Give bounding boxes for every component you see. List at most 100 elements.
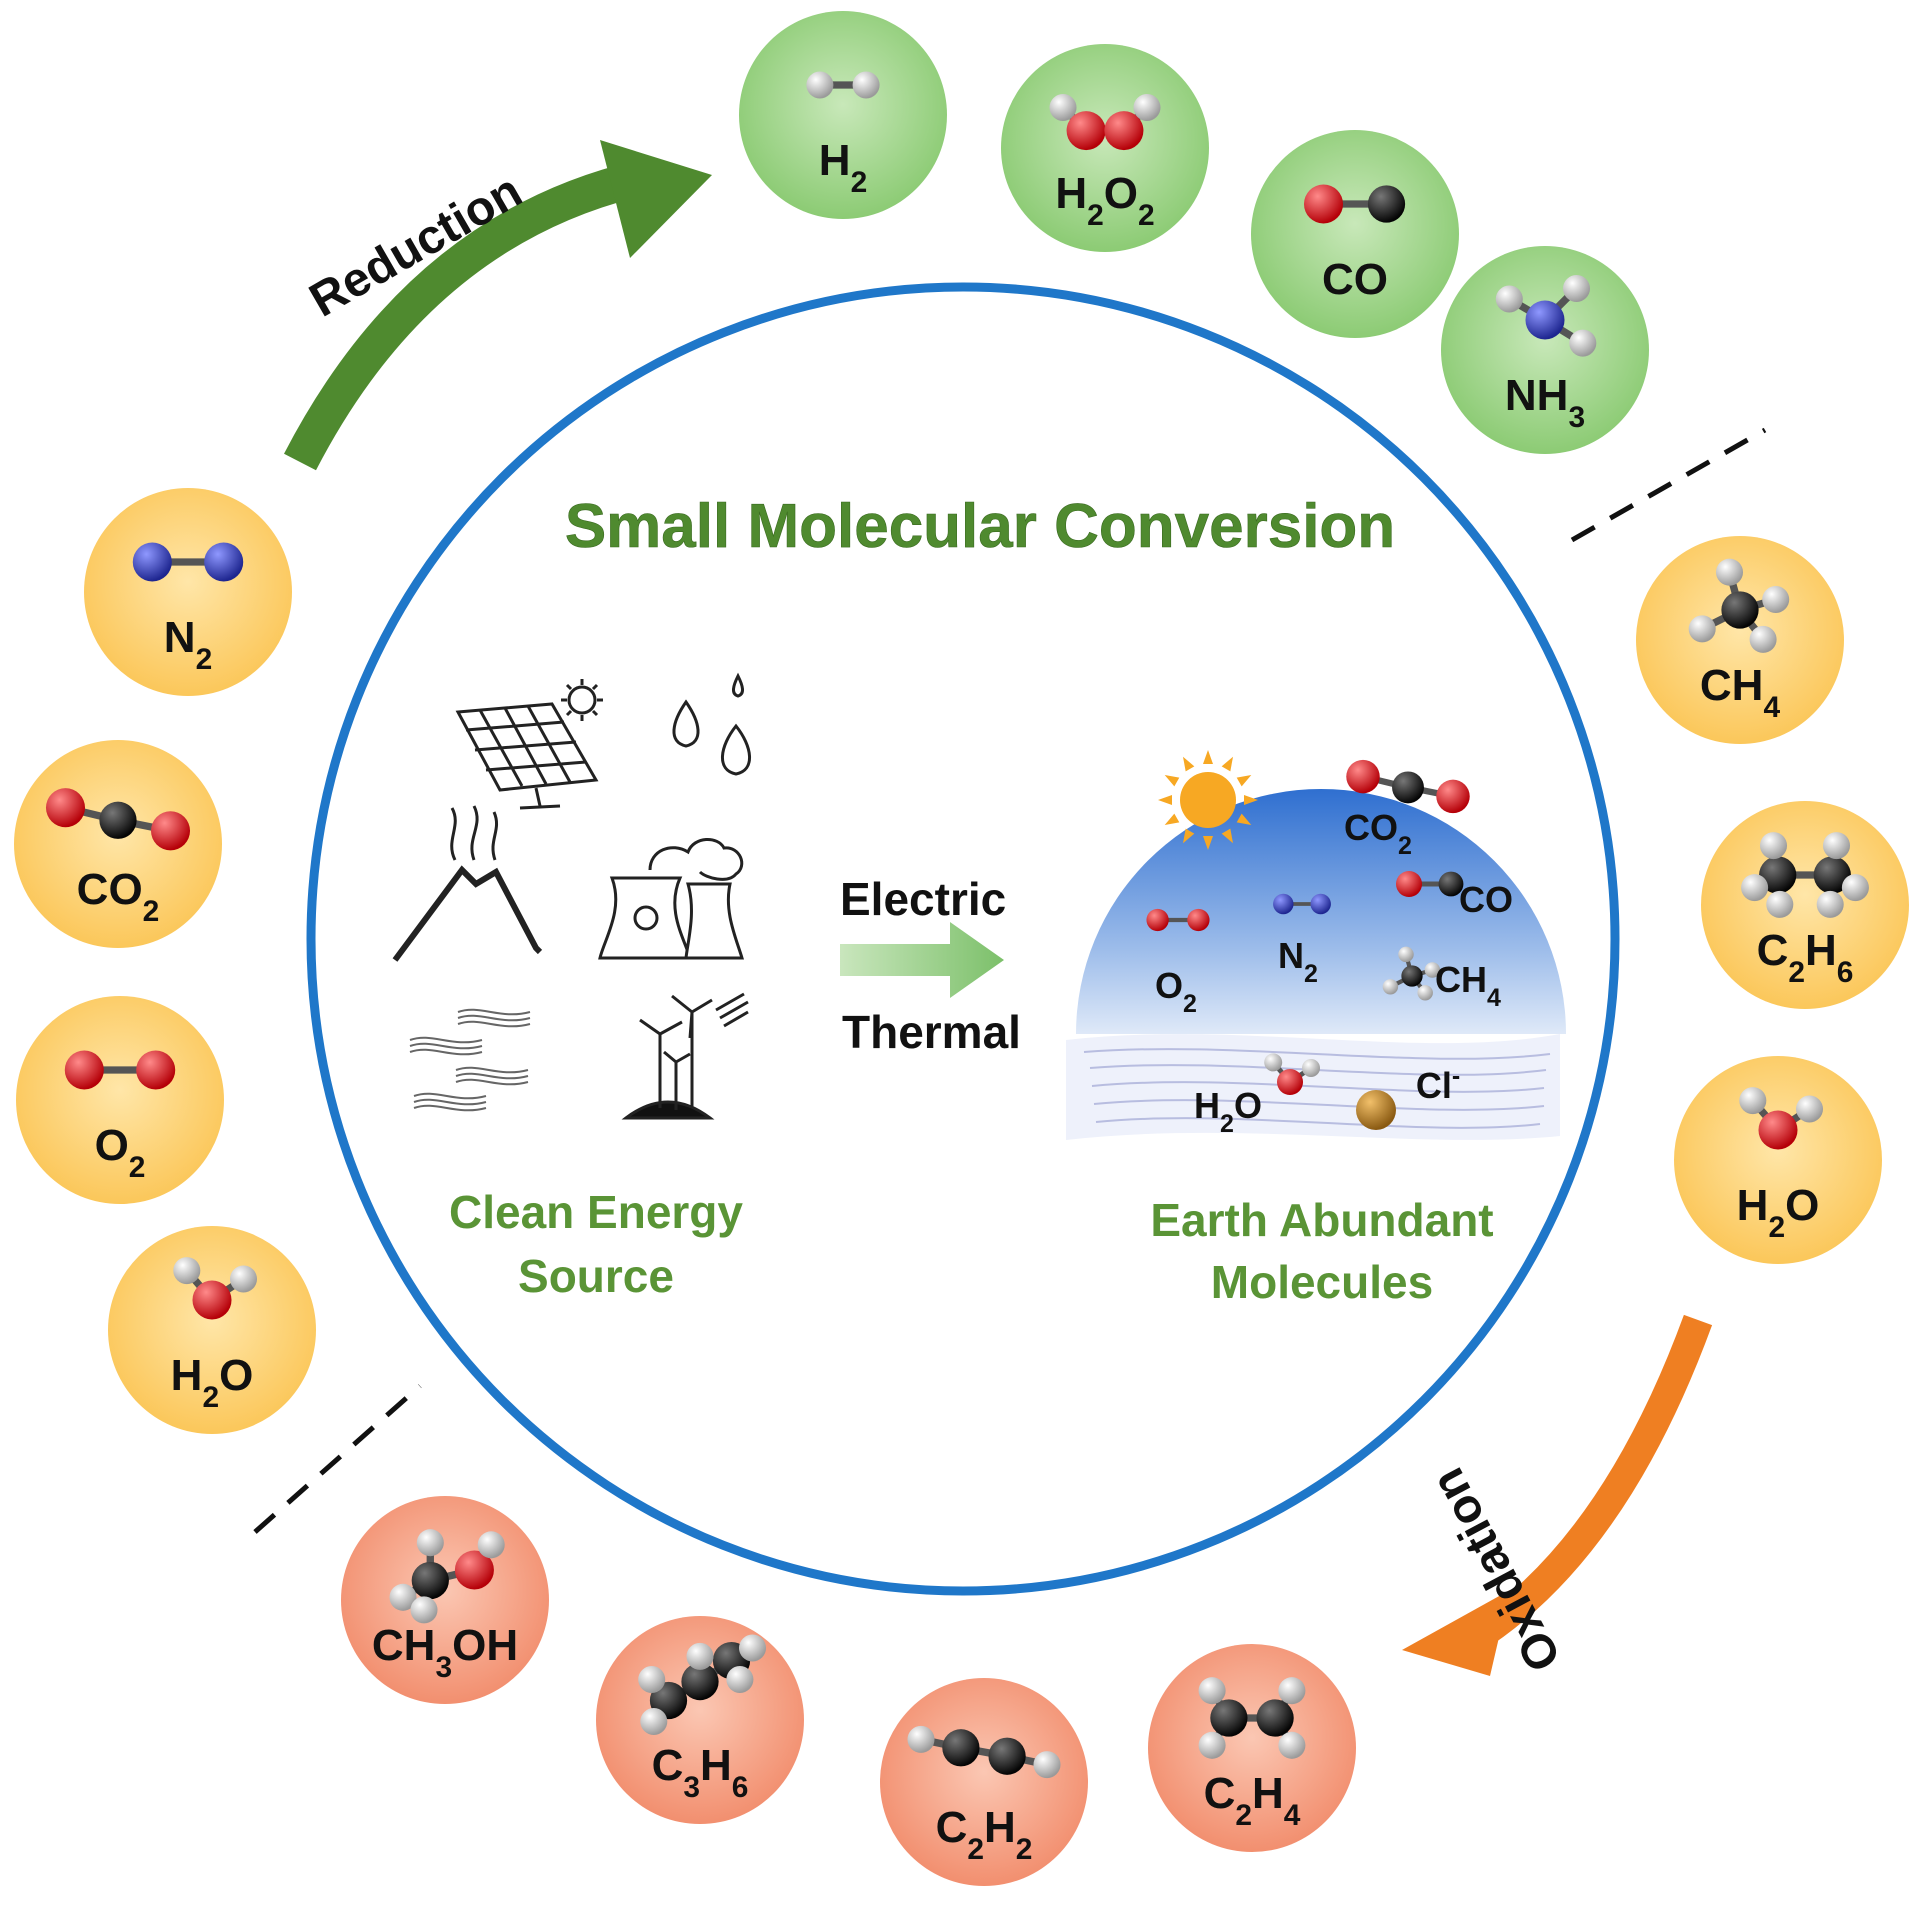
molecule-bubble <box>1148 1644 1356 1852</box>
molecule-bubble <box>1636 536 1844 744</box>
reduction-reactants-n2: N2 <box>84 488 292 696</box>
molecule-bubble <box>14 740 222 948</box>
oxidation-arrow <box>1402 1314 1713 1676</box>
conversion-arrow <box>840 922 1004 998</box>
co-formula-part: CO <box>1322 255 1388 304</box>
dome-label-sub: 4 <box>1487 984 1501 1012</box>
energy-mode-electric: Electric <box>840 873 1006 925</box>
oxidation-products-c2h4: C2H4 <box>1148 1644 1356 1852</box>
ch3oh-formula: CH3OH <box>372 1621 518 1684</box>
c2h4-formula-part: H <box>1252 1769 1284 1818</box>
co-molecule-model <box>1395 870 1464 898</box>
co2-molecule-model <box>1346 759 1470 814</box>
molecule-bubble <box>1001 44 1209 252</box>
c2h6-molecule-model <box>1741 832 1869 918</box>
nuclear-plant-icon <box>598 838 745 960</box>
h2o2-formula-part: H <box>1055 169 1087 218</box>
dome-label-main: O <box>1155 965 1183 1006</box>
co2-formula: CO2 <box>77 865 160 928</box>
molecule-bubble <box>84 488 292 696</box>
c2h6-formula: C2H6 <box>1757 926 1854 989</box>
nh3-formula-part: 3 <box>1568 401 1585 434</box>
dome-label-main: N <box>1278 935 1304 976</box>
c3h6-molecule-model <box>638 1634 767 1736</box>
energy-mode-thermal: Thermal <box>842 1006 1021 1058</box>
nh3-formula-part: NH <box>1505 371 1569 420</box>
c3h6-formula-part: H <box>700 1741 732 1790</box>
reduction-products-co: CO <box>1251 130 1459 338</box>
dome-label-sub: 2 <box>1183 990 1197 1018</box>
n2-formula-part: 2 <box>196 643 213 676</box>
molecule-bubble <box>739 11 947 219</box>
ch4-molecule-model <box>1382 946 1441 1001</box>
oxidation-reactants-h2o: H2O <box>1674 1056 1882 1264</box>
molecule-bubble <box>1701 801 1909 1009</box>
h2o-formula-part: 2 <box>202 1381 219 1414</box>
clean-energy-label-line2: Source <box>518 1250 674 1302</box>
h2o-formula-part: O <box>1785 1181 1819 1230</box>
dome-label-cl: Cl- <box>1416 1062 1460 1106</box>
dome-label-h2o: H2O <box>1194 1085 1262 1138</box>
dome-label-tail: O <box>1234 1085 1262 1126</box>
n2-molecule-model <box>132 542 244 582</box>
central-ring <box>306 282 1620 1596</box>
n2-formula-part: N <box>164 613 196 662</box>
h2o-molecule-model <box>1264 1053 1321 1096</box>
c3h6-formula: C3H6 <box>652 1741 749 1804</box>
dome-molecules <box>1146 759 1470 1130</box>
dome-label-main: CO <box>1344 807 1398 848</box>
h2o-molecule-model <box>1739 1087 1824 1150</box>
ch3oh-formula-part: OH <box>452 1621 518 1670</box>
sun-icon <box>1158 750 1258 850</box>
dome-label-main: CH <box>1435 959 1487 1000</box>
dome-label-ch4: CH4 <box>1435 959 1501 1012</box>
dome-label-main: Cl <box>1416 1065 1452 1106</box>
h2o-formula: H2O <box>171 1351 254 1414</box>
earth-abundant-label-line2: Molecules <box>1211 1256 1433 1308</box>
c2h4-formula-part: 4 <box>1284 1799 1301 1832</box>
n2-formula: N2 <box>164 613 212 676</box>
dome-label-main: H <box>1194 1085 1220 1126</box>
co2-molecule-model <box>45 788 191 851</box>
chloride-ion <box>1356 1090 1396 1130</box>
molecule-bubble <box>1251 130 1459 338</box>
ch4-formula-part: 4 <box>1763 691 1780 724</box>
h2-formula-part: H <box>819 136 851 185</box>
reduction-reactants-h2o: H2O <box>108 1226 316 1434</box>
c3h6-formula-part: 6 <box>732 1771 749 1804</box>
separator-upper-right <box>1570 427 1767 543</box>
co2-formula-part: 2 <box>143 895 160 928</box>
nh3-molecule-model <box>1495 274 1597 357</box>
reduction-arrow <box>284 140 712 471</box>
c2h6-formula-part: C <box>1757 926 1789 975</box>
ch4-formula: CH4 <box>1700 661 1781 724</box>
c2h6-formula-part: 2 <box>1788 956 1805 989</box>
molecule-bubble <box>880 1678 1088 1886</box>
h2o-formula-part: O <box>219 1351 253 1400</box>
c2h4-formula-part: 2 <box>1235 1799 1252 1832</box>
h2-molecule-model <box>806 71 880 99</box>
clean-energy-icons <box>392 672 751 1120</box>
earth-dome <box>1066 750 1566 1140</box>
c2h4-formula-part: C <box>1204 1769 1236 1818</box>
c2h2-formula-part: H <box>984 1803 1016 1852</box>
diagram-title: Small Molecular Conversion <box>565 492 1395 561</box>
co-molecule-model <box>1303 184 1406 224</box>
n2-molecule-model <box>1273 893 1331 915</box>
nh3-formula: NH3 <box>1505 371 1585 434</box>
reduction-products-h2: H2 <box>739 11 947 219</box>
c3h6-formula-part: C <box>652 1741 684 1790</box>
h2o2-formula-part: 2 <box>1087 199 1104 232</box>
molecule-bubble <box>108 1226 316 1434</box>
o2-formula: O2 <box>95 1121 146 1184</box>
h2o2-formula: H2O2 <box>1055 169 1154 232</box>
c2h6-formula-part: 6 <box>1837 956 1854 989</box>
oxidation-products-ch3oh: CH3OH <box>341 1496 549 1704</box>
h2o-formula-part: H <box>1737 1181 1769 1230</box>
co2-formula-part: CO <box>77 865 143 914</box>
wind-turbine-icon <box>621 992 749 1120</box>
c2h4-formula: C2H4 <box>1204 1769 1301 1832</box>
dome-label-co: CO <box>1459 879 1513 920</box>
dome-label-o2: O2 <box>1155 965 1197 1018</box>
